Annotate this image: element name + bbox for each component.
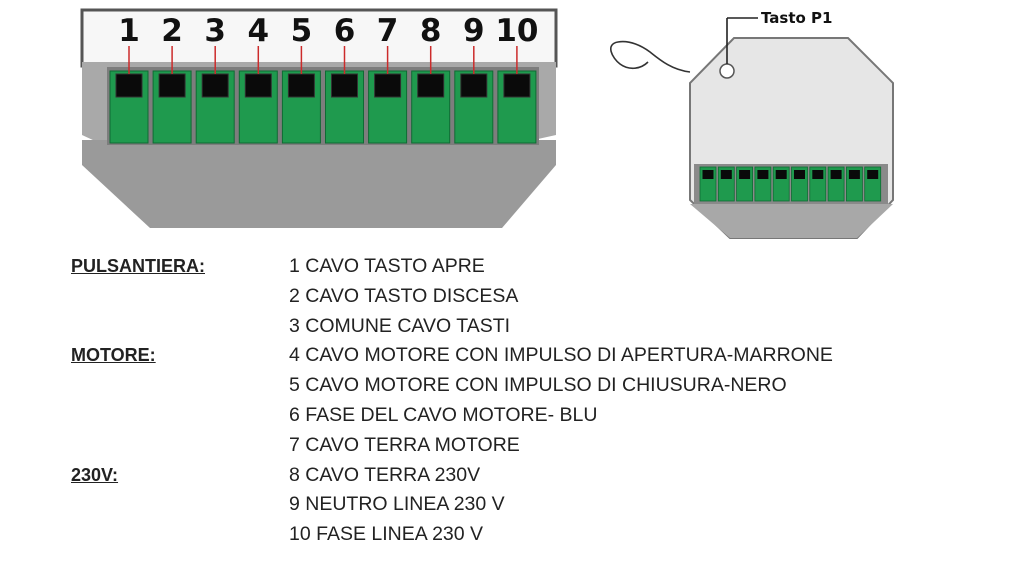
legend-group-label: MOTORE: <box>71 345 156 366</box>
terminal-socket-10 <box>503 73 531 98</box>
terminal-socket-4 <box>244 73 272 98</box>
terminal-socket-1 <box>115 73 143 98</box>
legend-line-4: 4 CAVO MOTORE CON IMPULSO DI APERTURA-MA… <box>289 344 833 367</box>
antenna-wire <box>610 40 691 73</box>
module-terminal-socket-8 <box>830 170 842 179</box>
terminal-socket-9 <box>460 73 488 98</box>
legend-group-label: PULSANTIERA: <box>71 256 205 276</box>
module-terminal-socket-7 <box>812 170 824 179</box>
legend-group-label: 230V: <box>71 464 119 485</box>
p1-button[interactable] <box>719 63 735 79</box>
terminal-socket-7 <box>374 73 402 98</box>
module-terminal-row <box>699 166 882 202</box>
terminal-number-4: 4 <box>248 13 270 49</box>
terminal-number-2: 2 <box>161 13 183 49</box>
module-terminal-socket-6 <box>794 170 805 179</box>
legend-line-7: 7 CAVO TERRA MOTORE <box>289 433 520 456</box>
terminal-row <box>109 46 537 144</box>
terminal-socket-2 <box>158 73 186 98</box>
module-terminal-socket-2 <box>720 170 732 179</box>
terminal-number-6: 6 <box>334 13 356 49</box>
wiring-legend: PULSANTIERA: MOTORE: 230V: 1 CAVO TASTO AP… <box>0 255 1024 555</box>
terminal-number-5: 5 <box>291 13 313 49</box>
module-housing-bottom <box>690 204 893 238</box>
terminal-socket-5 <box>287 73 315 98</box>
terminal-number-1: 1 <box>118 13 140 49</box>
p1-label: Tasto P1 <box>761 9 832 27</box>
module-terminal-socket-5 <box>775 170 787 179</box>
legend-line-2: 2 CAVO TASTO DISCESA <box>289 284 519 307</box>
legend-line-10: 10 FASE LINEA 230 V <box>289 523 484 546</box>
module-terminal-socket-3 <box>739 170 751 179</box>
module-terminal-socket-4 <box>757 170 769 179</box>
terminal-socket-8 <box>417 73 445 98</box>
legend-line-9: 9 NEUTRO LINEA 230 V <box>289 493 505 516</box>
terminal-housing-top <box>80 8 558 68</box>
legend-line-5: 5 CAVO MOTORE CON IMPULSO DI CHIUSURA-NE… <box>289 374 787 397</box>
legend-line-8: 8 CAVO TERRA 230V <box>289 463 481 486</box>
module-terminal-socket-10 <box>867 170 879 179</box>
terminal-socket-3 <box>201 73 229 98</box>
terminal-number-8: 8 <box>420 13 442 49</box>
terminal-housing-bottom <box>82 140 556 228</box>
terminal-number-3: 3 <box>204 13 226 49</box>
legend-line-6: 6 FASE DEL CAVO MOTORE- BLU <box>289 404 598 426</box>
terminal-number-9: 9 <box>463 13 485 49</box>
module-terminal-socket-1 <box>702 170 714 179</box>
module-terminal-socket-9 <box>848 170 860 179</box>
legend-line-1: 1 CAVO TASTO APRE <box>289 255 485 277</box>
terminal-number-10: 10 <box>495 13 538 49</box>
legend-line-3: 3 COMUNE CAVO TASTI <box>289 314 511 337</box>
terminal-socket-6 <box>331 73 358 98</box>
terminal-number-7: 7 <box>377 13 399 49</box>
control-module: Tasto P1 <box>610 9 894 239</box>
